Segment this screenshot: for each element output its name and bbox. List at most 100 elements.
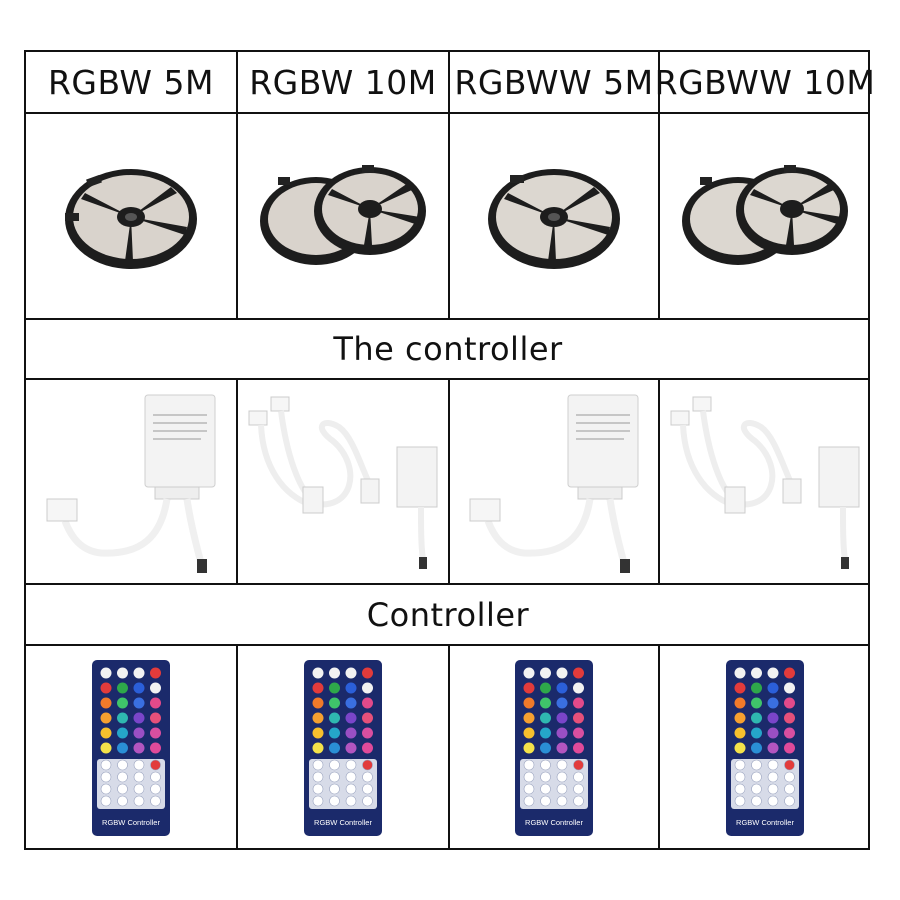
remote-color-button [556,742,568,754]
remote-color-button [345,697,357,709]
remote-color-button [734,712,746,724]
header-rgbww-10m: RGBWW 10M [654,62,876,102]
remote-color-button [767,682,779,694]
remote-color-button [117,742,128,754]
remote-lower-panel [97,759,165,809]
remote-color-button [523,682,535,694]
remote-color-button [312,697,324,709]
remote-color-button [767,727,779,739]
remote-color-button [329,712,340,724]
remote-color-button [523,712,535,724]
remote-color-button [784,667,795,679]
remote-color-button [150,727,161,739]
col-divider [658,378,660,583]
remote-color-button [784,742,795,754]
remote-function-button [100,771,112,783]
controller-splitter-icon [670,396,860,569]
col-divider [236,644,238,850]
remote-function-button [345,795,357,807]
remote-function-button [133,771,145,783]
remote-function-button [150,759,161,771]
remote-function-button [540,759,551,771]
row-divider [26,318,868,320]
remote-function-button [345,771,357,783]
remote-function-button [133,795,145,807]
remote-function-button [573,771,584,783]
remote-color-button [540,712,551,724]
remote-color-button [100,682,112,694]
header-rgbw-10m: RGBW 10M [249,62,437,102]
remote-color-button [734,697,746,709]
header-rgbww-5m: RGBWW 5M [454,62,654,102]
single-reel-icon [488,169,620,269]
remote-brand-label: RGBW Controller [736,818,794,827]
remote-color-button [150,682,161,694]
remote-color-button [345,682,357,694]
remote-function-button [100,783,112,795]
remote-color-button [100,697,112,709]
remote-color-button [150,667,161,679]
remote-function-button [523,771,535,783]
remote-function-button [751,795,762,807]
remote-color-button [329,697,340,709]
double-reel-icon [682,165,848,265]
remote-color-button [523,697,535,709]
remote-function-button [345,783,357,795]
remote-function-button [784,795,795,807]
remote-color-button [734,742,746,754]
remote-function-button [784,783,795,795]
remote-function-button [362,759,373,771]
remote-lower-panel [731,759,799,809]
remote-function-button [784,771,795,783]
remote-color-button [362,742,373,754]
remote-function-button [573,759,584,771]
remote-function-button [540,795,551,807]
col-divider [236,52,238,318]
remote-function-button [362,795,373,807]
remote-color-button [540,682,551,694]
remote-color-button [312,682,324,694]
remote-control-image: RGBW Controller [26,646,236,850]
remote-color-button [751,697,762,709]
remote-function-button [784,759,795,771]
remote-function-button [523,783,535,795]
remote-function-button [150,771,161,783]
remote-color-button [312,667,324,679]
remote-function-button [767,795,779,807]
remote-function-button [523,795,535,807]
remote-color-button [362,712,373,724]
remote-color-button [556,712,568,724]
led-strip-reel-image [450,114,658,318]
remote-color-button [133,667,145,679]
remote-color-button [556,667,568,679]
remote-function-button [312,771,324,783]
remote-function-button [767,759,779,771]
remote-color-button [345,727,357,739]
remote-color-button [751,682,762,694]
remote-color-button [329,742,340,754]
remote-function-button [734,771,746,783]
row-divider [26,378,868,380]
remote-control-image: RGBW Controller [450,646,658,850]
remote-color-button [133,727,145,739]
remote-color-button [573,727,584,739]
remote-lower-panel [520,759,588,809]
remote-color-button [150,742,161,754]
remote-color-button [312,712,324,724]
remote-color-button [540,667,551,679]
remote-control-icon: RGBW Controller [92,660,170,836]
remote-function-button [329,783,340,795]
remote-color-button [329,682,340,694]
remote-function-button [573,795,584,807]
remote-color-button [523,742,535,754]
remote-function-button [523,759,535,771]
remote-function-button [117,771,128,783]
remote-color-button [312,742,324,754]
remote-function-button [362,783,373,795]
product-comparison-grid: RGBW 5M RGBW 10M RGBWW 5M RGBWW 10M [24,50,876,850]
remote-color-button [556,727,568,739]
controller-splitter-icon [248,396,438,569]
remote-color-button [734,727,746,739]
remote-color-button [150,697,161,709]
remote-function-button [117,795,128,807]
